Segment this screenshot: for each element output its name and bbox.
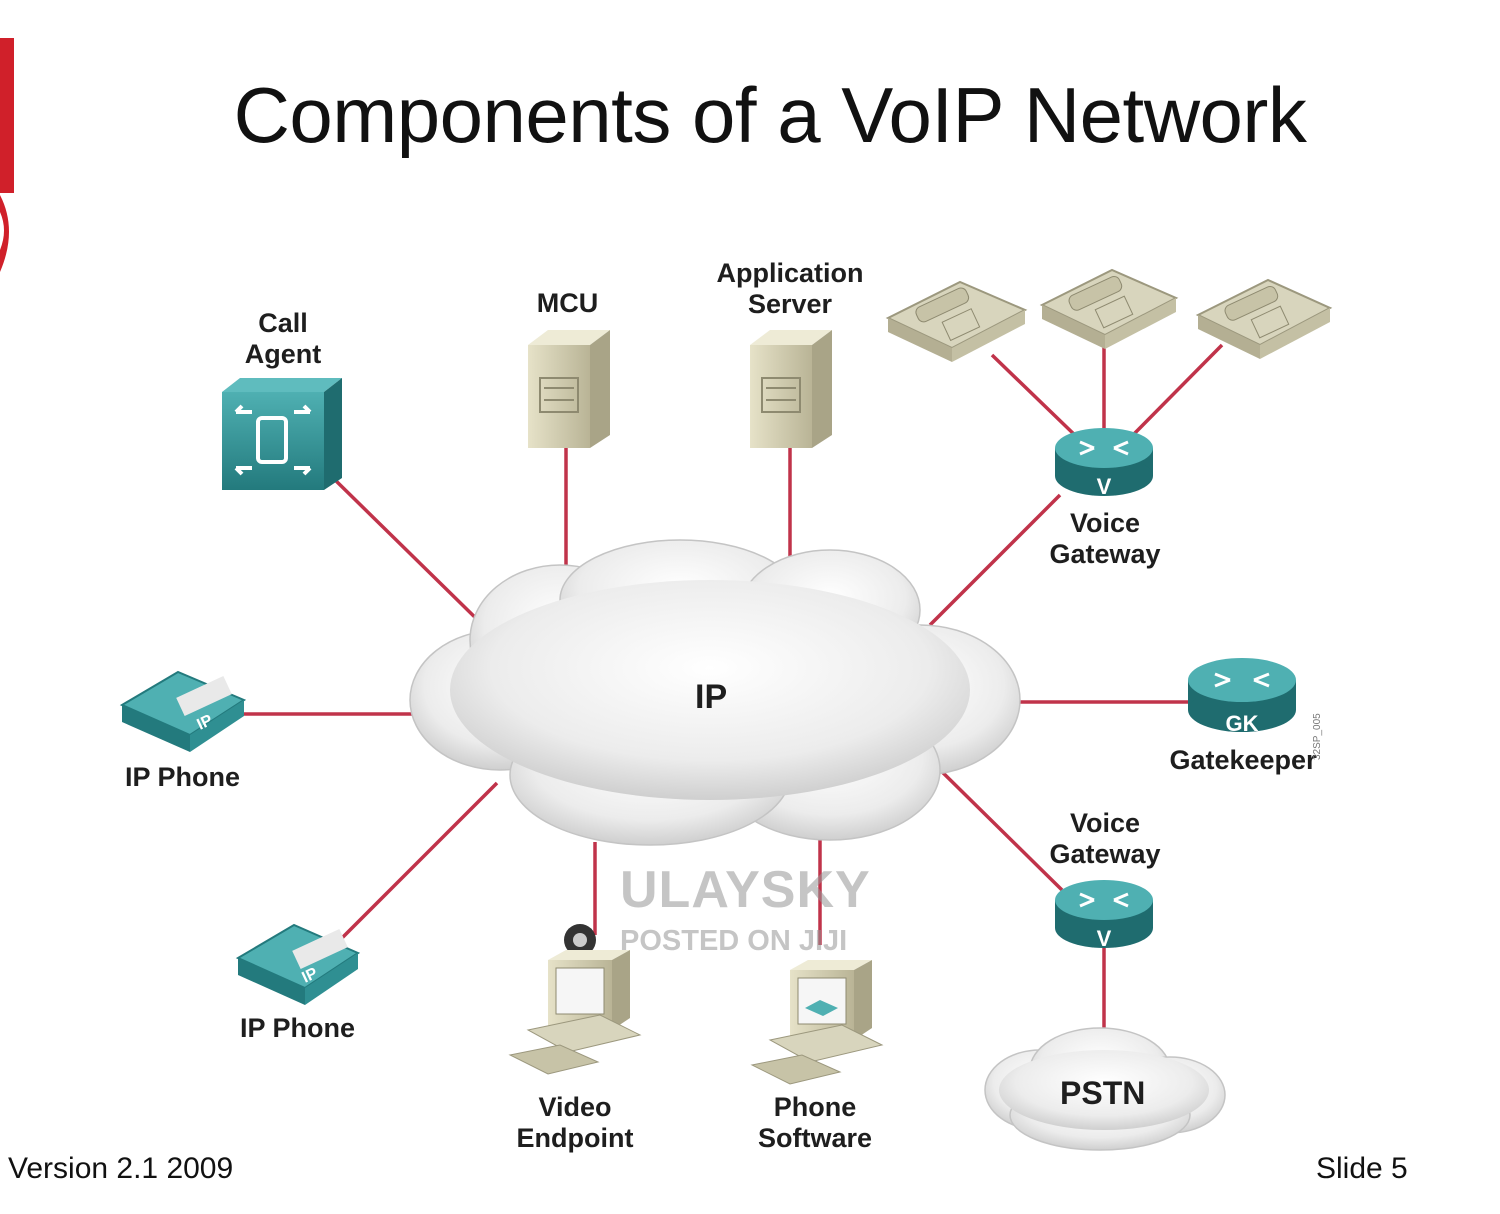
ip-cloud xyxy=(409,539,1021,846)
router-badge-label: V xyxy=(1097,474,1112,499)
gatekeeper-label: Gatekeeper xyxy=(1169,745,1317,775)
ip-phone-left-label: IP Phone xyxy=(124,762,241,792)
voice-gateway-top-icon: V xyxy=(1055,428,1153,499)
analog-phone-2-icon xyxy=(1039,268,1179,349)
links xyxy=(240,340,1224,1040)
phone-badge-left: IP xyxy=(195,712,216,734)
watermark-posted: POSTED ON JIJI xyxy=(620,925,848,957)
ip-phone-bottom-icon: IP xyxy=(235,923,361,1005)
footer-version: Version 2.1 2009 xyxy=(8,1152,234,1185)
analog-phone-3-icon xyxy=(1195,278,1333,359)
link-call-agent xyxy=(328,473,492,634)
video-endpoint-pc-icon xyxy=(508,924,642,1075)
link-phone-3 xyxy=(1126,343,1224,442)
link-ip-phone-bottom xyxy=(333,781,499,947)
phone-software-pc-icon xyxy=(750,960,884,1085)
watermark-brand: ULAYSKY xyxy=(620,861,871,919)
call-agent-label: Call Agent xyxy=(244,308,322,369)
router-badge-label-2: V xyxy=(1097,926,1112,951)
pstn-cloud xyxy=(984,1027,1226,1151)
gatekeeper-icon: GK xyxy=(1188,658,1296,736)
link-phone-1 xyxy=(990,353,1082,442)
mcu-label: MCU xyxy=(536,288,599,318)
application-server-label: Application Server xyxy=(716,258,864,319)
video-endpoint-label: Video Endpoint xyxy=(516,1092,634,1153)
ip-phone-left-icon: IP xyxy=(119,670,247,752)
voice-gateway-bottom-icon: V xyxy=(1055,880,1153,951)
logo-fragment xyxy=(0,38,14,272)
application-server-icon xyxy=(750,330,832,448)
figure-code: 32SP_005 xyxy=(1312,713,1323,760)
mcu-server-icon xyxy=(528,330,610,448)
footer-slide-number: Slide 5 xyxy=(1316,1152,1408,1185)
ip-cloud-label: IP xyxy=(695,678,728,716)
link-voice-gateway-bottom xyxy=(928,758,1064,892)
slide-title: Components of a VoIP Network xyxy=(233,71,1307,159)
link-voice-gateway-top xyxy=(928,493,1062,627)
phone-badge-bottom: IP xyxy=(300,965,321,987)
pstn-cloud-label: PSTN xyxy=(1060,1075,1146,1111)
call-agent-icon xyxy=(222,378,342,490)
phone-software-label: Phone Software xyxy=(757,1092,873,1153)
analog-phone-1-icon xyxy=(885,280,1028,362)
voice-gateway-top-label: Voice Gateway xyxy=(1049,508,1161,569)
gk-badge-label: GK xyxy=(1226,711,1259,736)
ip-phone-bottom-label: IP Phone xyxy=(239,1013,356,1043)
voice-gateway-bottom-label: Voice Gateway xyxy=(1049,808,1161,869)
